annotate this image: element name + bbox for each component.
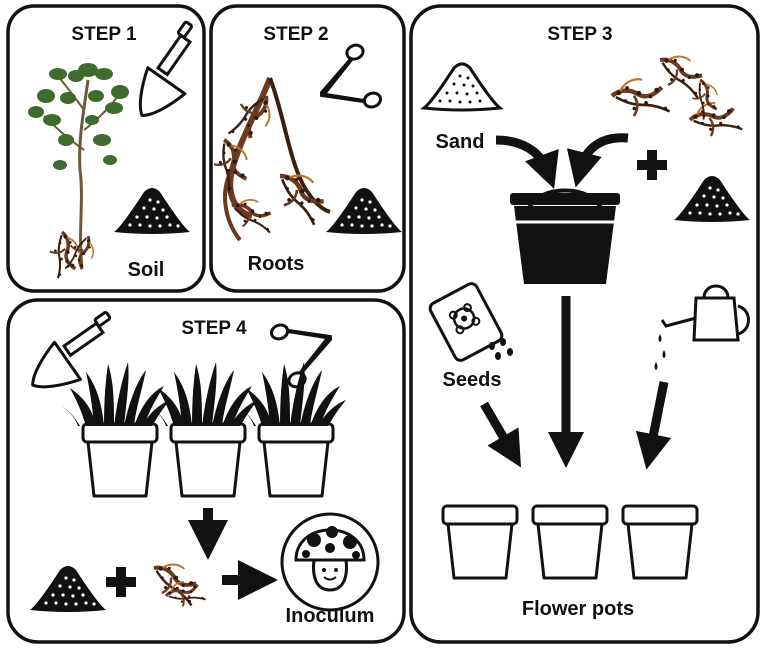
arrow-icon: [635, 381, 672, 470]
seed-packet-icon: [428, 282, 504, 362]
watering-can-icon: [654, 284, 750, 370]
step2-panel: STEP 2 Roots: [205, 4, 406, 293]
step2-title: STEP 2: [263, 24, 328, 45]
roots-photo: [205, 76, 333, 242]
step3-title: STEP 3: [547, 24, 612, 45]
step1-panel: STEP 1 Soil: [6, 4, 208, 293]
plus-icon: [637, 150, 667, 180]
step3-panel: STEP 3 Sand: [409, 4, 760, 644]
seeds-icon: [489, 338, 513, 360]
arrow-icon: [566, 133, 629, 188]
plant-photo: [28, 63, 129, 280]
sand-label: Sand: [436, 131, 485, 153]
arrow-icon: [480, 401, 522, 468]
flower-pot-icon: [441, 504, 519, 580]
step1-title: STEP 1: [71, 24, 137, 45]
step4-title: STEP 4: [181, 318, 247, 339]
bucket-icon: [510, 188, 620, 284]
step3-frame: [409, 4, 760, 644]
arrow-icon: [495, 135, 559, 189]
step4-panel: STEP 4: [6, 298, 406, 644]
flower-pot-icon: [621, 504, 699, 580]
plus-icon: [106, 567, 136, 597]
flower-pots-label: Flower pots: [522, 598, 634, 620]
inoculum-label: Inoculum: [286, 605, 375, 627]
mushroom-icon: [280, 512, 380, 612]
flower-pot-icon: [531, 504, 609, 580]
roots-label: Roots: [248, 253, 305, 275]
seeds-label: Seeds: [443, 369, 502, 391]
soil-label: Soil: [128, 259, 165, 281]
